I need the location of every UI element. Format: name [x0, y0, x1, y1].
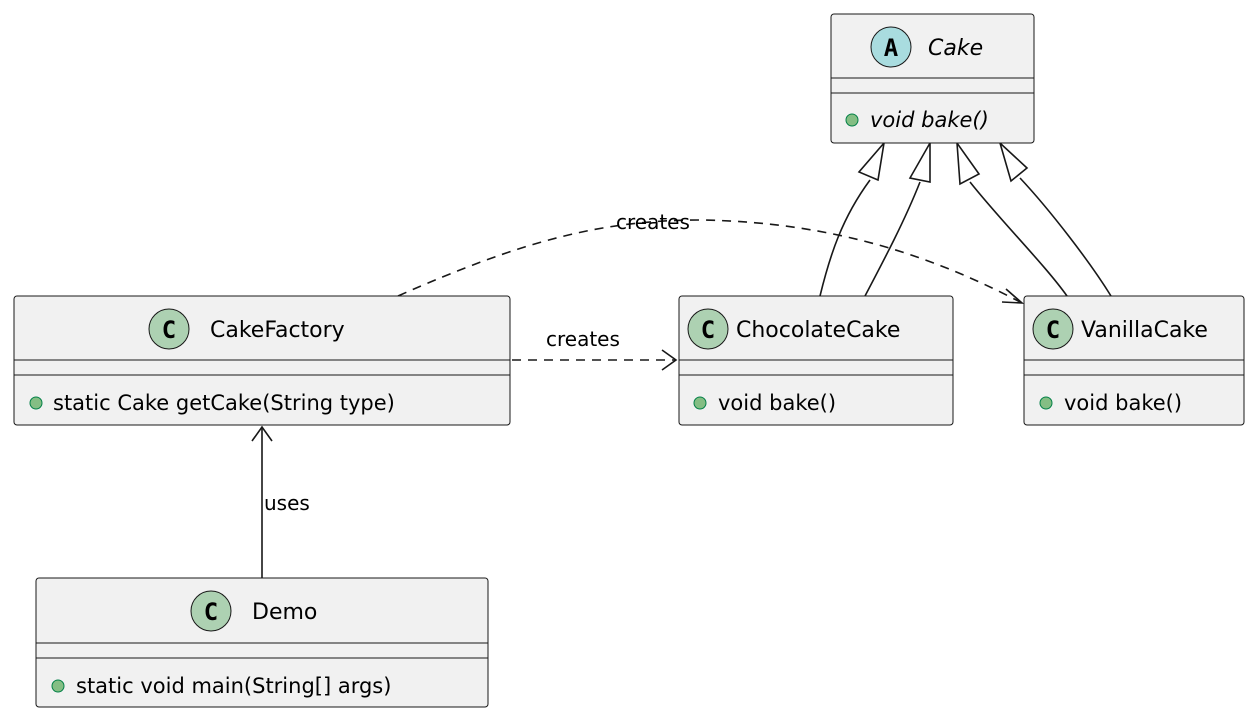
arrowhead: [661, 349, 678, 371]
method-main: static void main(String[] args): [76, 674, 391, 698]
public-visibility-icon: [845, 113, 859, 127]
class-name: ChocolateCake: [736, 318, 900, 343]
class-demo[interactable]: C Demo static void main(String[] args): [35, 577, 489, 708]
stereotype-letter: C: [701, 316, 715, 344]
abstract-badge-icon: [870, 26, 912, 68]
stereotype-letter: C: [162, 316, 176, 344]
stereotype-letter: C: [1046, 316, 1060, 344]
method-bake: void bake(): [718, 391, 836, 415]
stereotype-letter: A: [884, 34, 899, 62]
class-name: CakeFactory: [210, 318, 345, 343]
inheritance-arrowhead: [955, 140, 981, 186]
class-cake-factory[interactable]: C CakeFactory static Cake getCake(String…: [13, 295, 511, 426]
stereotype-letter: C: [204, 598, 218, 626]
relation-line: [819, 179, 871, 297]
inheritance-arrowhead: [998, 140, 1029, 183]
relation-label-creates: creates: [546, 327, 620, 351]
method-bake: void bake(): [1064, 391, 1182, 415]
public-visibility-icon: [29, 396, 43, 410]
class-badge-icon: [687, 308, 729, 350]
class-name: VanillaCake: [1081, 318, 1208, 343]
relation-demo-uses-factory: uses: [251, 425, 310, 578]
class-badge-icon: [190, 590, 232, 632]
class-vanilla-cake[interactable]: C VanillaCake void bake(): [1023, 295, 1245, 426]
method-get-cake: static Cake getCake(String type): [53, 391, 395, 415]
arrowhead: [1001, 288, 1025, 304]
class-cake[interactable]: A Cake void bake(): [830, 13, 1035, 144]
relation-factory-creates-chocolate: creates: [512, 327, 678, 371]
relation-line: [397, 219, 1023, 304]
class-badge-icon: [148, 308, 190, 350]
inheritance-arrowhead: [857, 140, 886, 182]
public-visibility-icon: [693, 396, 707, 410]
relations: creates creates uses: [251, 139, 1112, 578]
relation-line: [864, 181, 921, 297]
class-chocolate-cake[interactable]: C ChocolateCake void bake(): [678, 295, 954, 426]
relation-chocolate-extends-cake: [819, 139, 931, 297]
class-badge-icon: [1032, 308, 1074, 350]
relation-line: [969, 181, 1068, 297]
public-visibility-icon: [1039, 396, 1053, 410]
relation-label-creates: creates: [616, 210, 690, 234]
relation-vanilla-extends-cake: [955, 140, 1112, 297]
relation-factory-creates-vanilla: creates: [397, 210, 1025, 304]
arrowhead: [251, 425, 273, 442]
inheritance-arrowhead: [908, 139, 931, 183]
class-name: Demo: [252, 600, 317, 625]
relation-label-uses: uses: [264, 491, 310, 515]
public-visibility-icon: [51, 679, 65, 693]
class-name: Cake: [928, 36, 983, 61]
relation-line: [1019, 177, 1112, 297]
method-bake: void bake(): [870, 108, 989, 132]
